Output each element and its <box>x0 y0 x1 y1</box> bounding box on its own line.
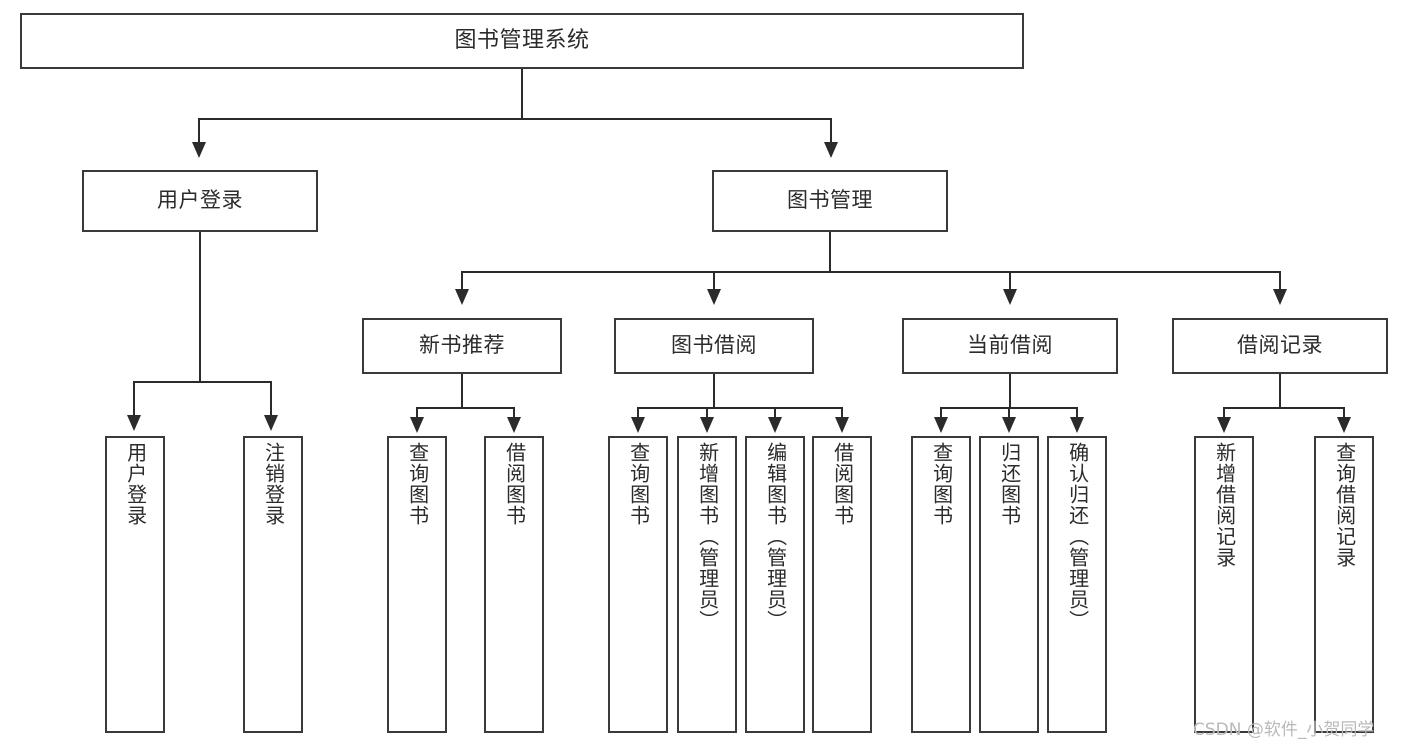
node-label: 借阅图书 <box>502 442 527 526</box>
node-label: 查询图书 <box>626 442 651 526</box>
connector-borrow-stem <box>713 374 715 408</box>
connector-login-to-leaf1 <box>133 381 135 417</box>
leaf-current-return-book[interactable]: 归还图书 <box>979 436 1039 733</box>
connector-record-stem <box>1279 374 1281 408</box>
connector-root-bus <box>198 118 832 120</box>
node-label: 图书借阅 <box>671 333 757 358</box>
connector-newbook-stem <box>461 374 463 408</box>
node-book-borrow[interactable]: 图书借阅 <box>614 318 814 374</box>
node-label: 新增图书（管理员） <box>695 442 720 631</box>
arrow-borrow-to-leaf2 <box>700 417 714 433</box>
connector-record-to-leaf2 <box>1343 407 1345 419</box>
connector-record-bus <box>1223 407 1343 409</box>
arrow-bookmgmt-to-newbook <box>455 289 469 305</box>
leaf-newbook-borrow-book[interactable]: 借阅图书 <box>484 436 544 733</box>
arrow-newbook-to-leaf2 <box>507 417 521 433</box>
node-label: 编辑图书（管理员） <box>763 442 788 631</box>
node-label: 新增借阅记录 <box>1212 442 1237 568</box>
arrow-newbook-to-leaf1 <box>410 417 424 433</box>
arrow-login-to-leaf2 <box>264 415 278 431</box>
node-label: 借阅记录 <box>1237 333 1323 358</box>
node-book-management[interactable]: 图书管理 <box>712 170 948 232</box>
node-label: 注销登录 <box>261 442 286 526</box>
node-current-borrow[interactable]: 当前借阅 <box>902 318 1118 374</box>
arrow-bookmgmt-to-current <box>1003 289 1017 305</box>
arrow-current-to-leaf1 <box>934 417 948 433</box>
connector-borrow-bus <box>637 407 843 409</box>
connector-record-to-leaf1 <box>1223 407 1225 419</box>
connector-bookmgmt-bus <box>461 271 1280 273</box>
leaf-record-query-record[interactable]: 查询借阅记录 <box>1314 436 1374 733</box>
node-label: 图书管理 <box>787 188 873 213</box>
node-user-login[interactable]: 用户登录 <box>82 170 318 232</box>
node-label: 当前借阅 <box>967 333 1053 358</box>
connector-bookmgmt-stem <box>829 232 831 272</box>
arrow-root-to-bookmgmt <box>824 142 838 158</box>
arrow-record-to-leaf2 <box>1337 417 1351 433</box>
node-label: 借阅图书 <box>830 442 855 526</box>
connector-bookmgmt-to-current <box>1009 271 1011 291</box>
connector-root-to-bookmgmt <box>830 118 832 144</box>
connector-borrow-to-leaf1 <box>637 407 639 419</box>
arrow-current-to-leaf3 <box>1070 417 1084 433</box>
node-label: 用户登录 <box>157 188 243 213</box>
node-label: 用户登录 <box>123 442 148 526</box>
leaf-record-add-record[interactable]: 新增借阅记录 <box>1194 436 1254 733</box>
leaf-borrow-edit-book-admin[interactable]: 编辑图书（管理员） <box>745 436 805 733</box>
connector-borrow-to-leaf3 <box>774 407 776 419</box>
node-label: 新书推荐 <box>419 333 505 358</box>
node-label: 确认归还（管理员） <box>1065 442 1090 631</box>
leaf-borrow-add-book-admin[interactable]: 新增图书（管理员） <box>677 436 737 733</box>
connector-current-to-leaf3 <box>1076 407 1078 419</box>
connector-current-to-leaf2 <box>1008 407 1010 419</box>
connector-login-bus <box>133 381 271 383</box>
connector-login-stem <box>199 232 201 382</box>
connector-newbook-to-leaf1 <box>416 407 418 419</box>
arrow-bookmgmt-to-record <box>1273 289 1287 305</box>
node-label: 查询图书 <box>929 442 954 526</box>
leaf-borrow-borrow-book[interactable]: 借阅图书 <box>812 436 872 733</box>
arrow-record-to-leaf1 <box>1217 417 1231 433</box>
leaf-borrow-query-book[interactable]: 查询图书 <box>608 436 668 733</box>
node-new-book-recommend[interactable]: 新书推荐 <box>362 318 562 374</box>
leaf-logout[interactable]: 注销登录 <box>243 436 303 733</box>
node-label: 归还图书 <box>997 442 1022 526</box>
arrow-root-to-login <box>192 142 206 158</box>
connector-login-to-leaf2 <box>270 381 272 417</box>
connector-bookmgmt-to-newbook <box>461 271 463 291</box>
connector-bookmgmt-to-record <box>1279 271 1281 291</box>
arrow-borrow-to-leaf3 <box>768 417 782 433</box>
connector-current-stem <box>1009 374 1011 408</box>
leaf-current-confirm-return-admin[interactable]: 确认归还（管理员） <box>1047 436 1107 733</box>
node-label: 图书管理系统 <box>454 27 590 53</box>
arrow-bookmgmt-to-borrow <box>707 289 721 305</box>
leaf-newbook-query-book[interactable]: 查询图书 <box>387 436 447 733</box>
connector-root-stem <box>521 69 523 119</box>
connector-newbook-bus <box>416 407 514 409</box>
connector-borrow-to-leaf4 <box>841 407 843 419</box>
connector-root-to-login <box>198 118 200 144</box>
node-borrow-record[interactable]: 借阅记录 <box>1172 318 1388 374</box>
connector-borrow-to-leaf2 <box>706 407 708 419</box>
arrow-borrow-to-leaf4 <box>835 417 849 433</box>
node-label: 查询借阅记录 <box>1332 442 1357 568</box>
node-root-system[interactable]: 图书管理系统 <box>20 13 1024 69</box>
arrow-login-to-leaf1 <box>127 415 141 431</box>
leaf-user-login[interactable]: 用户登录 <box>105 436 165 733</box>
node-label: 查询图书 <box>405 442 430 526</box>
arrow-borrow-to-leaf1 <box>631 417 645 433</box>
leaf-current-query-book[interactable]: 查询图书 <box>911 436 971 733</box>
connector-current-to-leaf1 <box>940 407 942 419</box>
connector-bookmgmt-to-borrow <box>713 271 715 291</box>
arrow-current-to-leaf2 <box>1002 417 1016 433</box>
connector-newbook-to-leaf2 <box>513 407 515 419</box>
